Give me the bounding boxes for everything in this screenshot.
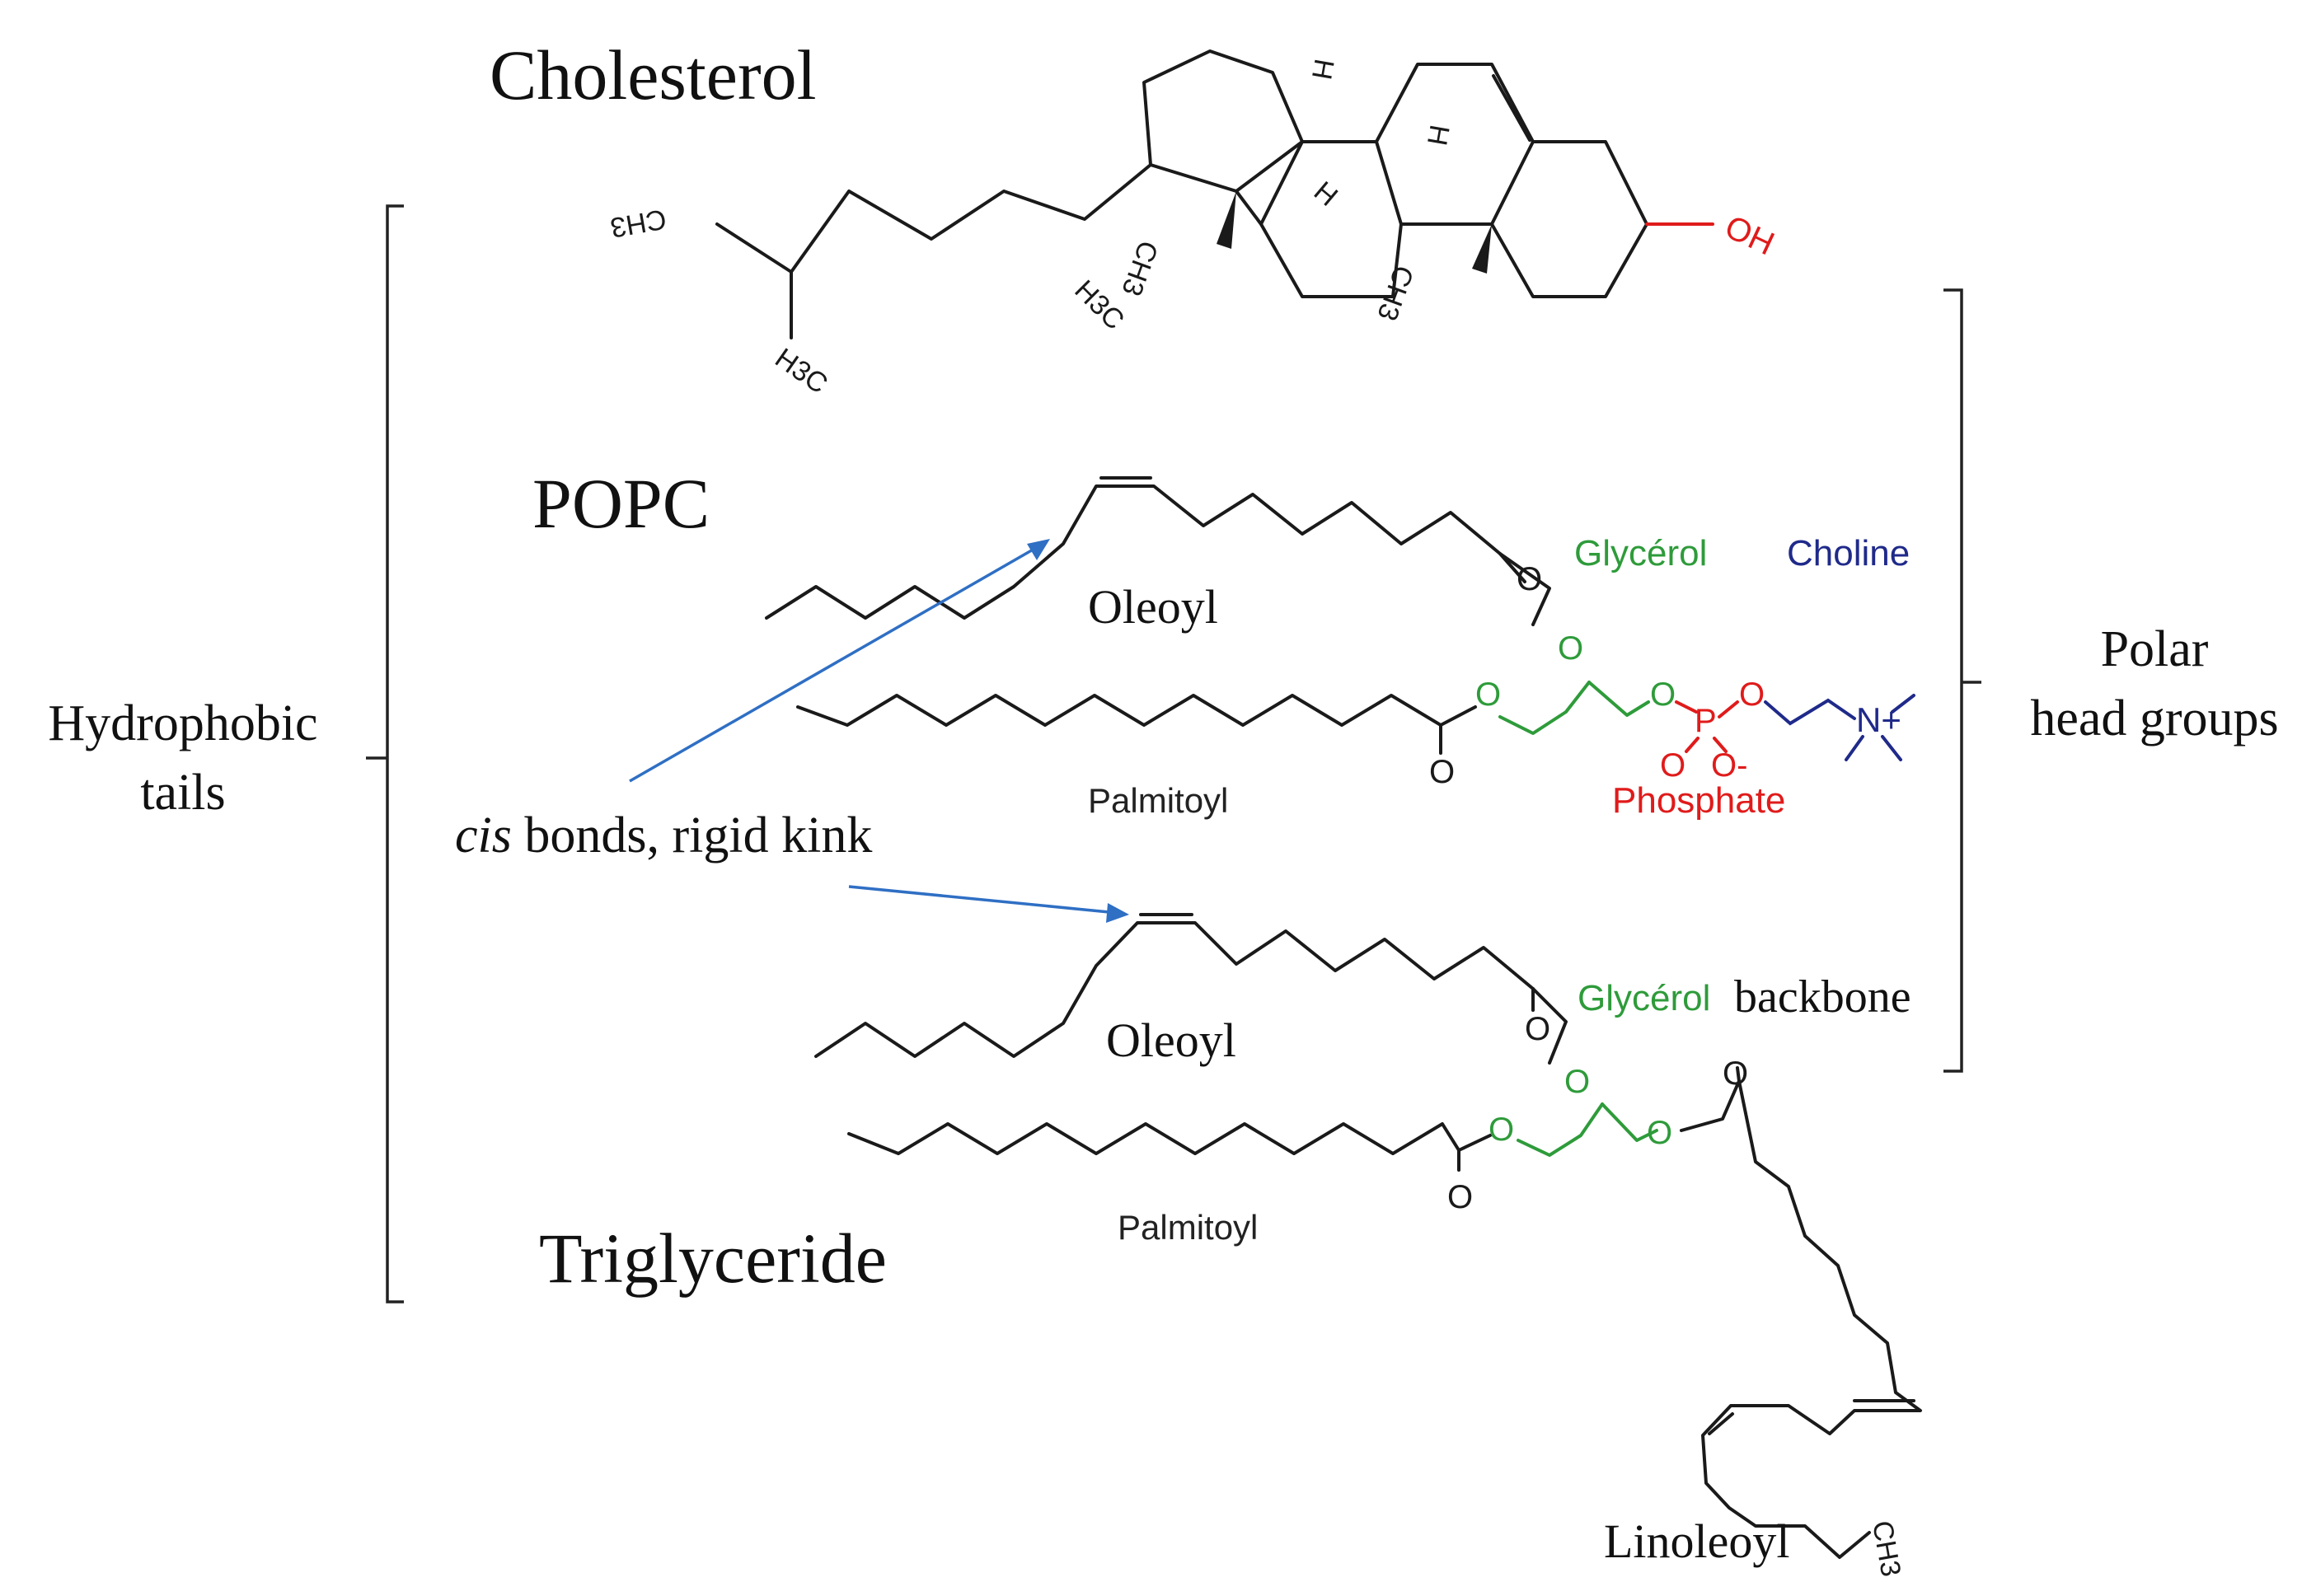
hydrogen-c8: H (1421, 123, 1456, 148)
hydrophobic-label-line1: Hydrophobic (48, 695, 317, 751)
popc-glycerol-label: Glycérol (1574, 533, 1707, 573)
tg-palmitoyl-label: Palmitoyl (1118, 1208, 1258, 1247)
cis-annotation: cis bonds, rigid kink (455, 539, 1129, 923)
phosphate-o-bridge: O (1739, 676, 1765, 713)
svg-text:cis bonds, rigid kink: cis bonds, rigid kink (455, 807, 872, 864)
polar-label-line2: head groups (2030, 690, 2278, 747)
tg-linoleoyl-label: Linoleoyl (1604, 1514, 1790, 1568)
popc-sn2-ester-o: O (1558, 630, 1583, 667)
tg-oleoyl-label: Oleoyl (1106, 1013, 1236, 1067)
tg-glycerol-label: Glycérol (1578, 978, 1710, 1018)
hydrophobic-label-line2: tails (140, 765, 225, 821)
polar-bracket (1943, 288, 1981, 1073)
phosphorus-atom: P (1695, 703, 1717, 739)
methyl-c27: H3C (769, 342, 833, 400)
popc-palmitoyl-carbonyl-o: O (1429, 754, 1455, 790)
choline-nitrogen: N+ (1856, 700, 1901, 739)
methyl-c26: CH3 (608, 203, 669, 243)
tg-palmitoyl-carbonyl-o: O (1447, 1179, 1473, 1215)
popc-structure: O O Oleoyl O Palmitoyl O O Glycérol P O … (765, 476, 1915, 821)
tg-oleoyl-carbonyl-o: O (1525, 1011, 1550, 1047)
hydrophobic-bracket (366, 204, 404, 1303)
popc-title: POPC (532, 464, 710, 543)
phosphate-o-double: O (1660, 747, 1685, 784)
tg-sn3-ester-o: O (1647, 1115, 1672, 1151)
tg-linoleoyl-carbonyl-o: O (1723, 1055, 1748, 1092)
choline-label: Choline (1787, 533, 1910, 573)
tg-linoleoyl-terminal-methyl: CH3 (1866, 1519, 1906, 1580)
popc-sn1-ester-o: O (1475, 676, 1501, 713)
tg-sn2-ester-o: O (1564, 1064, 1590, 1100)
cis-rest-label: bonds, rigid kink (512, 807, 872, 864)
cholesterol-title: Cholesterol (490, 35, 817, 115)
phosphate-o-minus: O- (1711, 747, 1747, 784)
popc-oleoyl-label: Oleoyl (1088, 580, 1218, 634)
popc-palmitoyl-label: Palmitoyl (1088, 781, 1228, 820)
popc-sn3-o: O (1650, 676, 1676, 713)
cis-arrow-upper (629, 544, 1041, 783)
cis-arrow-lower (848, 885, 1118, 915)
tg-backbone-label: backbone (1734, 971, 1911, 1023)
triglyceride-title: Triglyceride (539, 1219, 887, 1298)
triglyceride-structure: O O Oleoyl O Palmitoyl O O Glycérol back… (814, 913, 1922, 1580)
tg-sn1-ester-o: O (1489, 1112, 1514, 1148)
hydrogen-c14: H (1306, 57, 1340, 82)
phosphate-label: Phosphate (1612, 780, 1785, 821)
polar-label-line1: Polar (2101, 621, 2209, 677)
hydroxyl-label: OH (1719, 208, 1779, 262)
popc-oleoyl-carbonyl-o: O (1517, 561, 1542, 597)
methyl-c18: CH3 (1115, 236, 1164, 300)
cis-italic-label: cis (455, 807, 512, 864)
methyl-c19: CH3 (1371, 261, 1419, 325)
hydrogen-c9: H (1308, 176, 1343, 213)
